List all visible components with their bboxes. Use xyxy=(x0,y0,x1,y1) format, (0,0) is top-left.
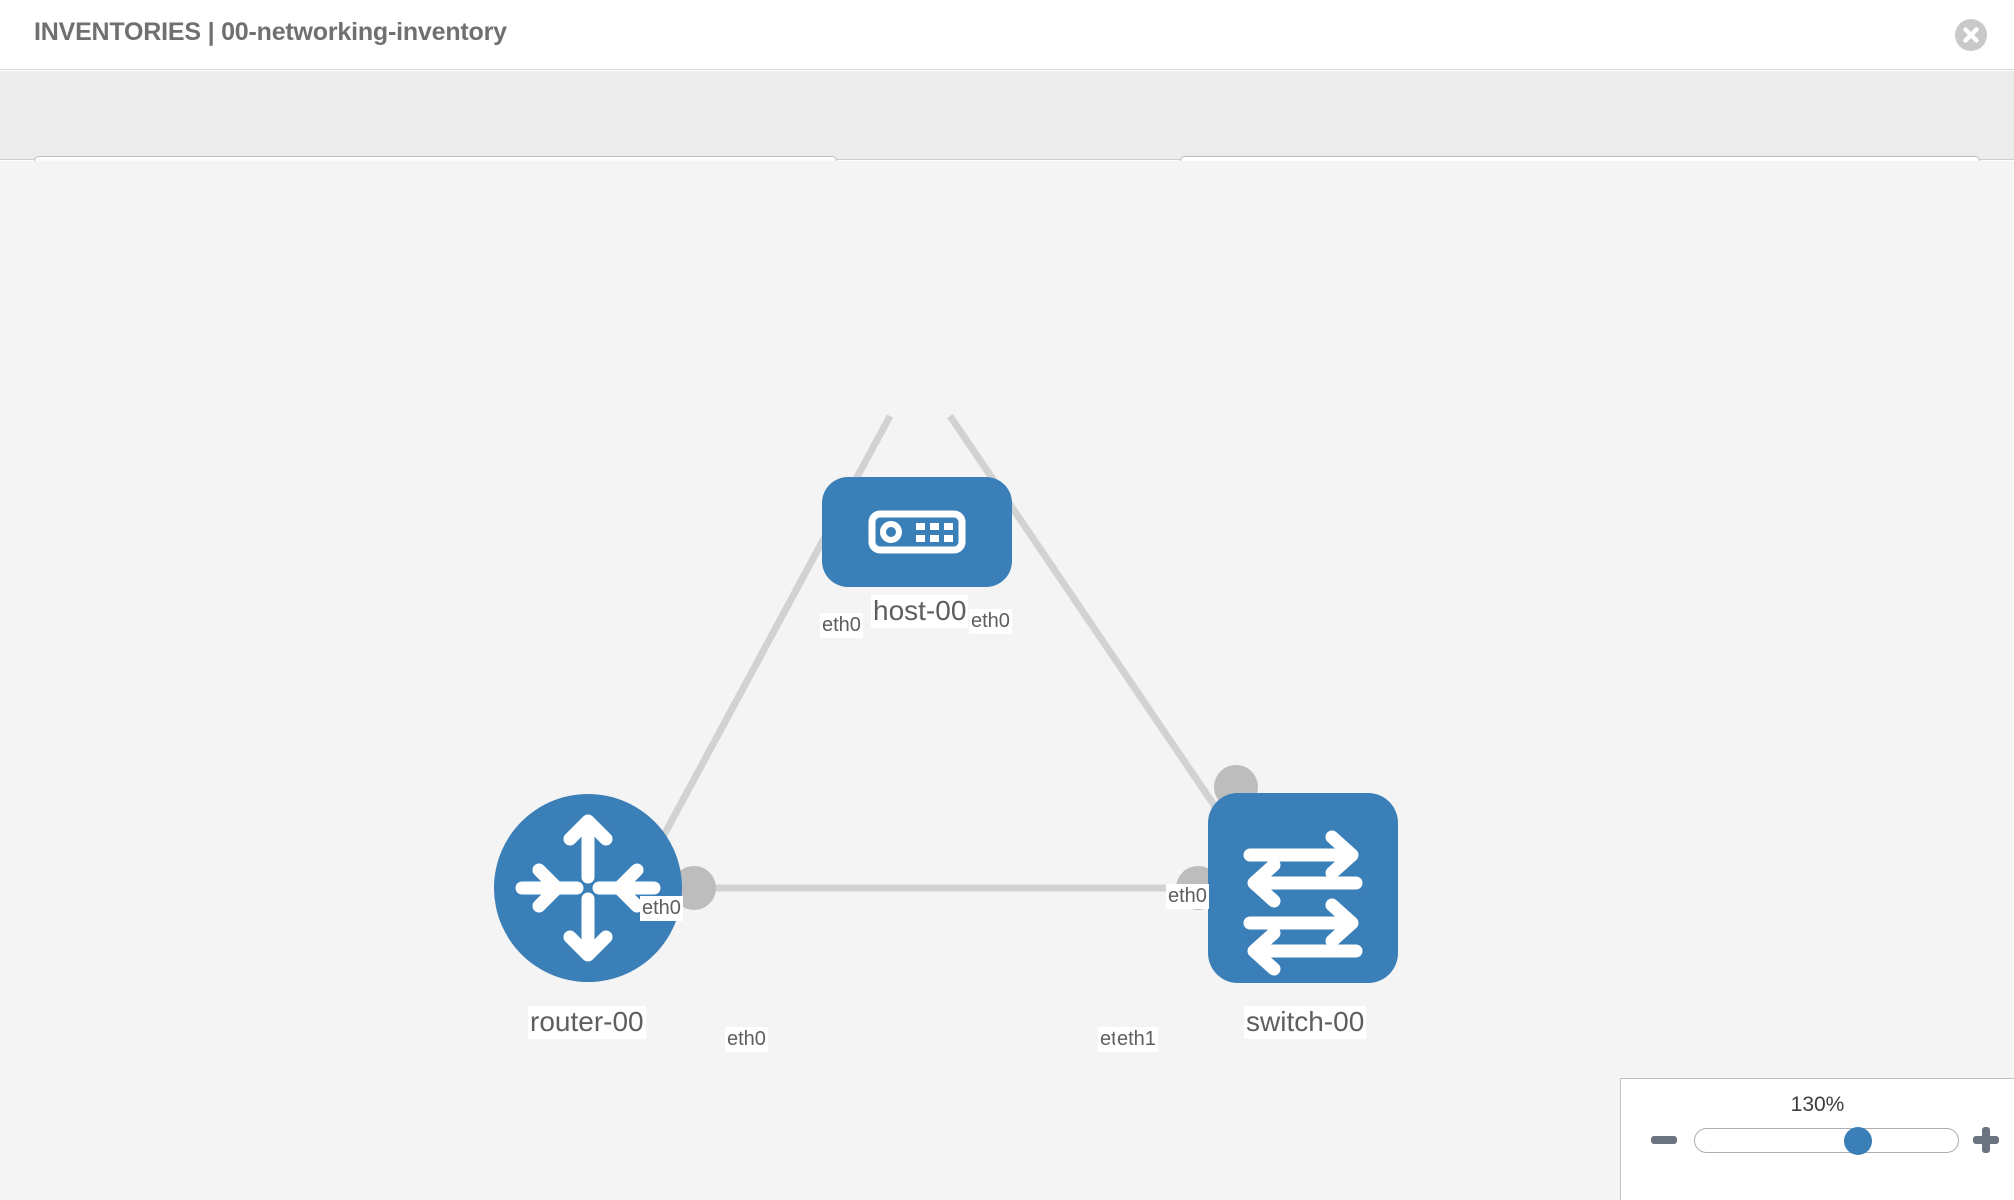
page-title: INVENTORIES | 00-networking-inventory xyxy=(34,18,507,46)
topology-graph xyxy=(494,414,1398,983)
node-label-switch-00: switch-00 xyxy=(1244,1006,1367,1039)
zoom-level-label: 130% xyxy=(1790,1093,1845,1116)
node-label-host-00: host-00 xyxy=(871,595,969,628)
topology-canvas[interactable]: host-00 router-00 switch-00 eth0 eth0 et… xyxy=(0,161,2014,1200)
zoom-slider[interactable] xyxy=(1694,1128,1959,1153)
port-label: eth1 xyxy=(1115,1027,1158,1052)
zoom-slider-thumb[interactable] xyxy=(1844,1127,1872,1155)
zoom-out-button[interactable] xyxy=(1651,1136,1677,1144)
close-icon[interactable] xyxy=(1955,19,1987,51)
node-label-router-00: router-00 xyxy=(528,1006,646,1039)
port-label: eth0 xyxy=(640,896,683,921)
zoom-control-panel: 130% xyxy=(1620,1078,2014,1200)
node-host-00 xyxy=(822,477,1012,587)
node-switch-00 xyxy=(1208,793,1398,983)
zoom-in-button[interactable] xyxy=(1973,1127,1999,1153)
port-label: eth0 xyxy=(969,609,1012,634)
page-header: INVENTORIES | 00-networking-inventory xyxy=(0,0,2014,70)
port-label: eth0 xyxy=(820,613,863,638)
node-router-00 xyxy=(494,794,682,982)
port-label: eth0 xyxy=(1166,884,1209,909)
port-circle xyxy=(672,866,716,910)
toolbar: ACTIONS SEARCH xyxy=(0,71,2014,206)
port-label: eth0 xyxy=(725,1027,768,1052)
